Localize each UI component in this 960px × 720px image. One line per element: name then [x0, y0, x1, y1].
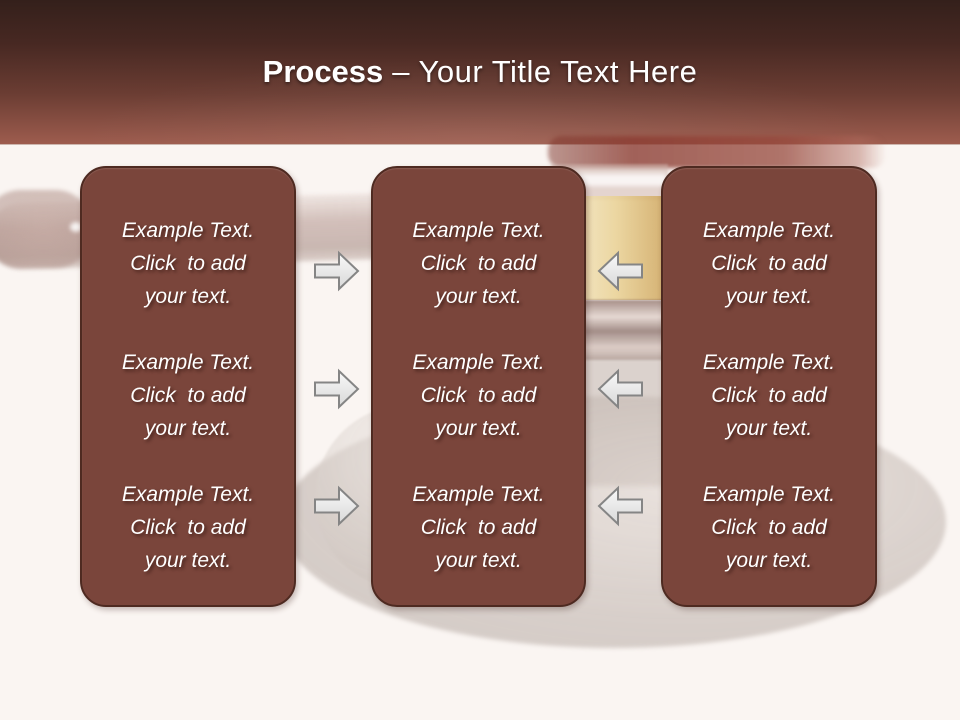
process-box-middle[interactable]: Example Text. Click to add your text. Ex…: [371, 166, 586, 607]
arrow-left-icon: [597, 485, 643, 527]
title-dash: –: [392, 54, 410, 89]
arrow-right-icon: [314, 368, 360, 410]
arrow-right-icon: [314, 485, 360, 527]
arrow-left-icon: [597, 250, 643, 292]
arrow-right-icon: [314, 250, 360, 292]
text-placeholder[interactable]: Example Text. Click to add your text.: [121, 219, 255, 308]
page-title[interactable]: Process–Your Title Text Here: [0, 52, 960, 92]
text-placeholder[interactable]: Example Text. Click to add your text.: [121, 351, 255, 440]
title-keyword: Process: [262, 54, 384, 89]
title-bar: [0, 0, 960, 145]
text-placeholder[interactable]: Example Text. Click to add your text.: [412, 219, 545, 308]
process-box-right[interactable]: Example Text. Click to add your text. Ex…: [661, 166, 877, 607]
text-placeholder[interactable]: Example Text. Click to add your text.: [412, 483, 545, 572]
text-placeholder[interactable]: Example Text. Click to add your text.: [412, 351, 545, 440]
text-placeholder[interactable]: Example Text. Click to add your text.: [702, 351, 836, 440]
text-placeholder[interactable]: Example Text. Click to add your text.: [702, 483, 836, 572]
text-placeholder[interactable]: Example Text. Click to add your text.: [702, 219, 836, 308]
arrow-left-icon: [597, 368, 643, 410]
process-box-left[interactable]: Example Text. Click to add your text. Ex…: [80, 166, 296, 607]
text-placeholder[interactable]: Example Text. Click to add your text.: [121, 483, 255, 572]
title-placeholder-text: Your Title Text Here: [418, 54, 698, 89]
